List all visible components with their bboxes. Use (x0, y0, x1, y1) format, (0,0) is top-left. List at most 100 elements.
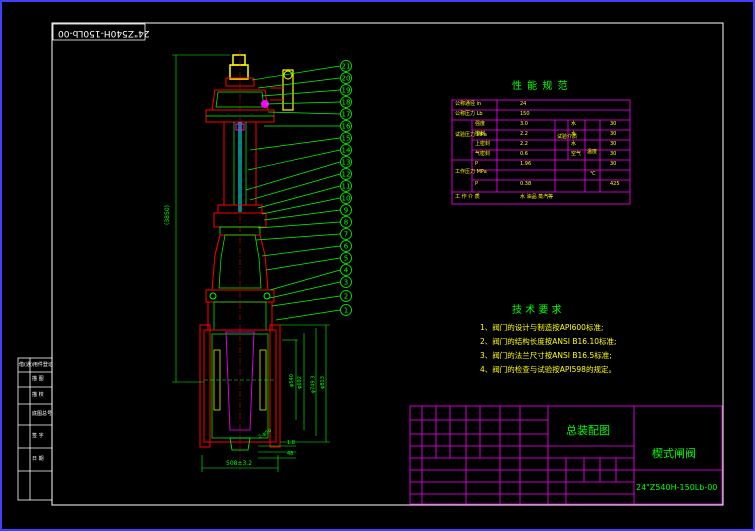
drawing-number-mirrored: 24"Z540H-150Lb-00 (58, 28, 150, 38)
drawing-number-box (52, 23, 146, 41)
tech-requirements-title: 技 术 要 求 (512, 305, 562, 316)
temperature-value: 30 (610, 151, 617, 157)
part-balloon (340, 84, 352, 96)
spec-value: 150 (520, 111, 530, 117)
part-number: 20 (342, 75, 351, 83)
test-pressure-label: 试验压力 MPa (455, 132, 487, 138)
test-medium-value: 水 (571, 131, 577, 137)
part-balloon (340, 96, 352, 108)
part-number: 18 (342, 99, 351, 107)
spec-value: 24 (520, 101, 527, 107)
spec-label: 公称通径 in (455, 101, 482, 107)
tech-requirement-3: 3、阀门的法兰尺寸按ANSI B16.5标准; (480, 351, 612, 360)
spec-value: 1.96 (520, 161, 532, 167)
test-medium-value: 空气 (571, 151, 582, 157)
part-balloon (340, 264, 352, 276)
temperature-value: 30 (610, 161, 617, 167)
part-number: 7 (344, 231, 348, 239)
stamp-label: 日 期 (32, 456, 44, 462)
spec-label: 上密封 (475, 141, 491, 147)
part-number: 12 (342, 171, 351, 179)
height-dimension: (3850) (163, 205, 171, 225)
dimension-lines (172, 54, 330, 472)
dimension-flange-thickness: 1.8 (287, 440, 295, 446)
dimension-d3: φ749.3 (310, 375, 317, 394)
stamp-label: 描 图 (32, 376, 44, 382)
part-balloon (340, 60, 352, 72)
spec-label: 密封 (475, 131, 486, 137)
spec-label: 气密封 (475, 151, 491, 157)
dimension-flange-thickness-2: 48 (287, 451, 294, 457)
valve-drawing (199, 50, 294, 470)
part-number: 9 (344, 207, 348, 215)
part-number: 21 (342, 63, 351, 71)
part-number: 13 (342, 159, 351, 167)
part-balloon (340, 72, 352, 84)
performance-title: 性 能 规 范 (512, 81, 569, 92)
spec-label: P (475, 161, 479, 167)
part-number: 6 (344, 243, 349, 251)
tech-requirement-2: 2、阀门的结构长度按ANSI B16.10标准; (480, 337, 617, 346)
left-stamp-table (17, 357, 53, 501)
part-balloon (340, 290, 352, 302)
part-balloon (340, 216, 352, 228)
stamp-label: 签 字 (32, 433, 44, 439)
part-balloon (340, 120, 352, 132)
temperature-value: 425 (610, 181, 620, 187)
part-number: 15 (342, 135, 351, 143)
part-number: 17 (342, 111, 351, 119)
part-number: 2 (344, 293, 348, 301)
work-pressure-label: 工作压力 MPa (455, 169, 487, 175)
part-number: 14 (342, 147, 351, 155)
part-number: 11 (342, 183, 351, 191)
dimension-d1: φ540 (288, 374, 295, 387)
test-medium-value: 水 (571, 121, 577, 127)
face-to-face-dimension: 508±3.2 (226, 460, 253, 467)
part-balloon (340, 276, 352, 288)
leader-lines (245, 65, 341, 321)
temperature-value: 30 (610, 131, 617, 137)
part-balloon (340, 168, 352, 180)
part-balloon (340, 132, 352, 144)
part-number: 19 (342, 87, 351, 95)
spec-label: 公称压力 Lb (455, 111, 483, 117)
spec-value: 2.2 (520, 141, 528, 147)
temperature-unit: ℃ (590, 171, 596, 177)
tech-requirement-1: 1、阀门的设计与制造按API600标准; (480, 323, 604, 332)
part-balloon (340, 228, 352, 240)
test-medium-label: 试验介质 (557, 134, 578, 140)
spec-value: 0.6 (520, 151, 528, 157)
tech-requirement-4: 4、阀门的检查与试验按API598的规定。 (480, 365, 616, 374)
title-block-grid (409, 405, 723, 505)
part-balloon (340, 156, 352, 168)
spec-value: 0.38 (520, 181, 532, 187)
spec-value: 2.2 (520, 131, 528, 137)
part-name: 楔式闸阀 (652, 447, 696, 460)
part-number: 4 (344, 267, 349, 275)
temperature-label: 温度 (587, 149, 598, 155)
dimension-d2: φ692 (296, 376, 303, 389)
drawing-number: 24"Z540H-150Lb-00 (636, 483, 718, 492)
part-balloon (340, 180, 352, 192)
stamp-label: 底图总号 (32, 411, 53, 417)
part-balloon (340, 252, 352, 264)
part-balloon (340, 240, 352, 252)
temperature-value: 30 (610, 121, 617, 127)
test-medium-value: 水 (571, 141, 577, 147)
stamp-label: 借(通)用件登记 (19, 362, 53, 368)
performance-table (451, 99, 631, 205)
stamp-label: 描 校 (32, 392, 44, 398)
part-number: 10 (342, 195, 351, 203)
medium-value: 水 油品 蒸汽等 (520, 194, 554, 200)
part-number: 16 (342, 123, 351, 131)
part-balloon (340, 108, 352, 120)
spec-label: 强度 (475, 121, 486, 127)
part-balloon (340, 304, 352, 316)
temperature-value: 30 (610, 141, 617, 147)
part-number: 1 (344, 307, 348, 315)
spec-label: P (475, 181, 479, 187)
part-number: 3 (344, 279, 348, 287)
